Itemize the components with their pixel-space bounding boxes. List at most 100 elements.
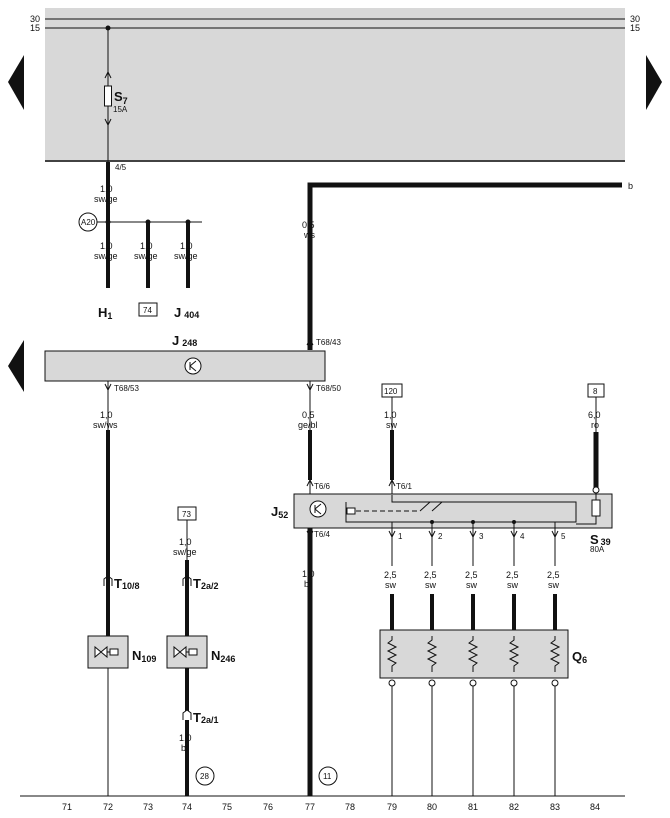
- transistor-icon-glyph: [189, 360, 197, 372]
- splice-a20-label: A20: [81, 218, 96, 227]
- fuse-s7-label: S7: [114, 89, 128, 106]
- wire-br-color: br: [304, 579, 312, 589]
- rail-15-left-label: 15: [30, 23, 40, 33]
- continue-left-arrow-icon-2[interactable]: [8, 340, 24, 392]
- heater-coil-5-icon: [549, 636, 561, 672]
- continue-left-arrow-icon[interactable]: [8, 55, 24, 110]
- wire-ws-gauge: 0,5: [302, 220, 315, 230]
- column-scale: 71 72 73 74 75 76 77 78 79 80 81 82 83 8…: [62, 802, 600, 812]
- branch-2-color: sw/ge: [134, 251, 158, 261]
- wire-main-gauge: 1,0: [100, 184, 113, 194]
- output-2-gauge: 2,5: [424, 570, 437, 580]
- pin-t6-6: T6/6: [314, 482, 331, 491]
- branch-2-gauge: 1,0: [140, 241, 153, 251]
- fuse-s7-symbol: [104, 85, 112, 107]
- fuse-s39-out: [576, 516, 597, 525]
- output-3-color: sw: [466, 580, 478, 590]
- fuse-s39-symbol: [591, 499, 601, 517]
- ref-box-74-top[interactable]: [138, 302, 158, 317]
- ref-8-label: 8: [593, 387, 598, 396]
- valve-n109-icon: [94, 645, 119, 659]
- wire-gebl-gauge: 0,5: [302, 410, 315, 420]
- wire-b: [307, 182, 622, 350]
- branch-1-color: sw/ge: [94, 251, 118, 261]
- wire-b-label: b: [628, 181, 633, 191]
- heater-coil-4-icon: [508, 636, 520, 672]
- fuse-panel: [45, 8, 625, 162]
- scale-79: 79: [387, 802, 397, 812]
- wire-73-gauge: 1,0: [179, 537, 192, 547]
- rail-30-right-label: 30: [630, 14, 640, 24]
- pin-t68-43: T68/43: [316, 338, 341, 347]
- wire-8-color: ro: [591, 420, 599, 430]
- wire-main-color: sw/ge: [94, 194, 118, 204]
- fuse-s7-arrow-down: [104, 118, 112, 127]
- heater-elements: [386, 636, 561, 672]
- arrow-t68-43: [306, 337, 314, 346]
- branch-3-color: sw/ge: [174, 251, 198, 261]
- scale-75: 75: [222, 802, 232, 812]
- scale-73: 73: [143, 802, 153, 812]
- scale-74: 74: [182, 802, 192, 812]
- j52-label: J52: [271, 504, 288, 520]
- terminal-4-5: 4/5: [115, 163, 127, 172]
- fuse-s7-node: [105, 25, 111, 31]
- scale-83: 83: [550, 802, 560, 812]
- heater-terminal-4: [510, 679, 518, 687]
- output-4-num: 4: [520, 532, 525, 541]
- branch-1-gauge: 1,0: [100, 241, 113, 251]
- output-5-gauge: 2,5: [547, 570, 560, 580]
- wire-ws-color: ws: [303, 230, 315, 240]
- scale-77: 77: [305, 802, 315, 812]
- continue-right-arrow-icon[interactable]: [646, 55, 662, 110]
- ref-120-label: 120: [384, 387, 398, 396]
- connector-t10-label: T10/8: [114, 576, 139, 591]
- output-2-num: 2: [438, 532, 443, 541]
- output-lines: [388, 522, 559, 630]
- transistor-j52-icon: [309, 500, 327, 518]
- output-4-gauge: 2,5: [506, 570, 519, 580]
- wire-gebl-color: ge/bl: [298, 420, 318, 430]
- relay-box-j52: [293, 493, 613, 529]
- scale-72: 72: [103, 802, 113, 812]
- component-h1: H1: [98, 305, 112, 321]
- output-1-gauge: 2,5: [384, 570, 397, 580]
- relay-coil-icon: [346, 507, 356, 515]
- wire-br2-gauge: 1,0: [179, 733, 192, 743]
- heater-terminal-5: [551, 679, 559, 687]
- q6-label: Q6: [572, 649, 587, 665]
- fuse-s7-rating: 15A: [113, 105, 128, 114]
- heater-coil-3-icon: [467, 636, 479, 672]
- valve-n246-icon: [173, 645, 198, 659]
- heater-terminal-3: [469, 679, 477, 687]
- scale-82: 82: [509, 802, 519, 812]
- wire-8-terminal: [592, 486, 600, 494]
- scale-71: 71: [62, 802, 72, 812]
- connector-t2a2-label: T2a/2: [193, 576, 218, 591]
- pin-t6-4: T6/4: [314, 530, 331, 539]
- heater-terminal-2: [428, 679, 436, 687]
- ground-11-label: 11: [323, 772, 332, 781]
- n246-label: N246: [211, 648, 235, 664]
- output-4-color: sw: [507, 580, 519, 590]
- transistor-icon: [184, 357, 202, 375]
- scale-78: 78: [345, 802, 355, 812]
- wire-swws-gauge: 1,0: [100, 410, 113, 420]
- ground-11: [318, 766, 338, 786]
- wire-br2-color: br: [181, 743, 189, 753]
- s39-rating: 80A: [590, 545, 605, 554]
- heater-coil-1-icon: [386, 636, 398, 672]
- relay-switch-icon: [419, 501, 443, 512]
- relay-inner-wire: [345, 495, 577, 523]
- connector-t10-icon: [103, 575, 113, 586]
- output-5-color: sw: [548, 580, 560, 590]
- transistor-j52-icon-glyph: [314, 503, 322, 515]
- ground-28: [195, 766, 215, 786]
- ref-74-top-label: 74: [143, 306, 152, 315]
- wire-br-gauge: 1,0: [302, 569, 315, 579]
- wire-120-color: sw: [386, 420, 398, 430]
